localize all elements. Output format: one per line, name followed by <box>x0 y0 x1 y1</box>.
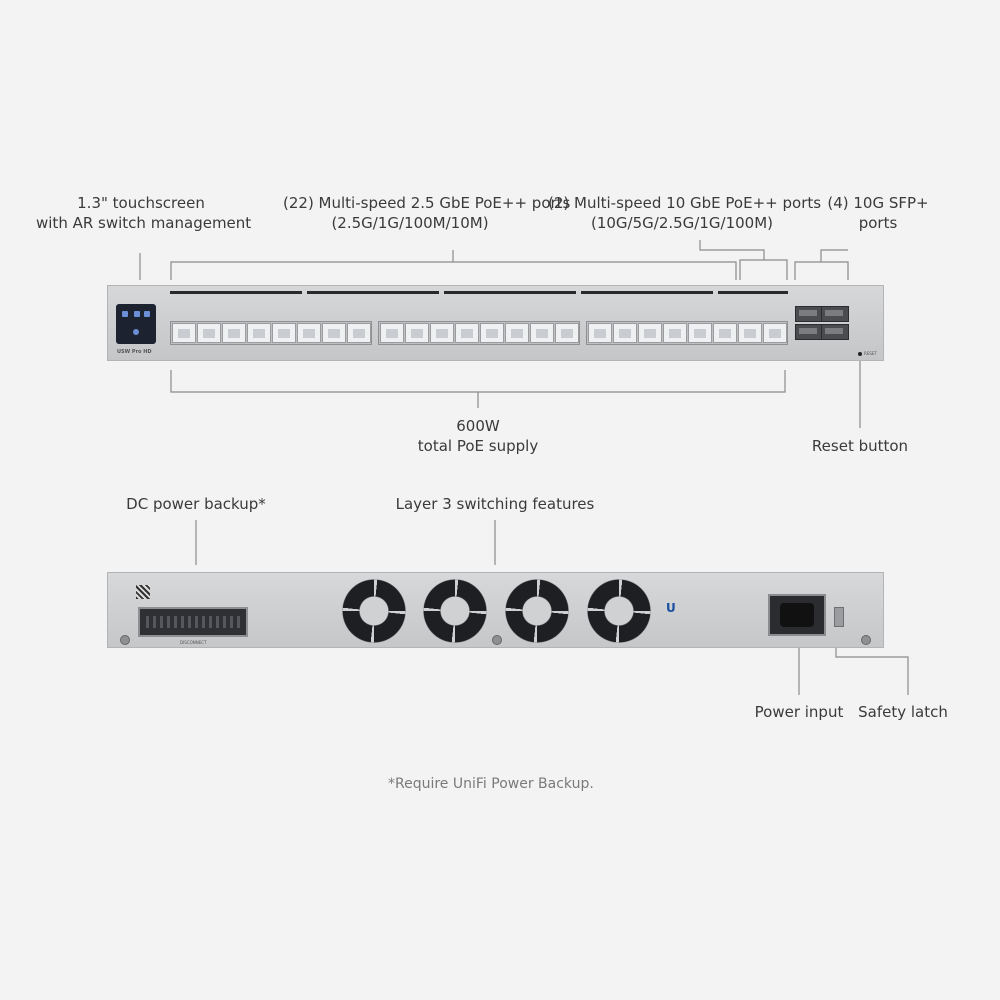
vent-slot <box>444 291 576 294</box>
sfp-label: (4) 10G SFP+ ports <box>826 193 930 233</box>
sfp-label-line2: ports <box>858 214 898 232</box>
safety-latch[interactable] <box>834 607 844 627</box>
poe-10g-bracket <box>739 259 788 280</box>
power-input-label: Power input <box>754 703 844 721</box>
vent-slot <box>170 291 302 294</box>
touchscreen-label-line1: 1.3" touchscreen <box>77 194 205 212</box>
touchscreen-display[interactable] <box>116 304 156 344</box>
back-panel: DISCONNECT U <box>107 572 884 648</box>
rj45-port[interactable] <box>172 323 196 343</box>
rj45-port[interactable] <box>738 323 762 343</box>
poe-supply-label: 600W total PoE supply <box>400 416 556 456</box>
rj45-port[interactable] <box>613 323 637 343</box>
sfp-port[interactable] <box>795 306 823 322</box>
rj45-port[interactable] <box>430 323 454 343</box>
vent-slot <box>307 291 439 294</box>
poe-10g-label-line2: (10G/5G/2.5G/1G/100M) <box>590 214 773 232</box>
rj45-port[interactable] <box>688 323 712 343</box>
chassis-screw <box>861 635 871 645</box>
rj45-port[interactable] <box>663 323 687 343</box>
poe-supply-bracket <box>170 370 786 393</box>
rj45-port[interactable] <box>272 323 296 343</box>
rj45-port[interactable] <box>713 323 737 343</box>
layer3-label: Layer 3 switching features <box>395 495 595 513</box>
rj45-port-group <box>170 321 372 345</box>
rj45-port[interactable] <box>555 323 579 343</box>
screen-icon <box>133 329 139 335</box>
rj45-port[interactable] <box>530 323 554 343</box>
fan-vent <box>423 579 487 643</box>
rj45-port[interactable] <box>405 323 429 343</box>
touchscreen-label: 1.3" touchscreen with AR switch manageme… <box>36 193 252 233</box>
sfp-label-line1: (4) 10G SFP+ <box>827 194 929 212</box>
dc-backup-label: DC power backup* <box>126 495 266 513</box>
vent-slot <box>581 291 713 294</box>
rj45-port[interactable] <box>297 323 321 343</box>
rj45-port-group <box>378 321 580 345</box>
sfp-port[interactable] <box>821 306 849 322</box>
ground-screw <box>120 635 130 645</box>
safety-latch-label: Safety latch <box>858 703 948 721</box>
vent-slot <box>718 291 788 294</box>
poe-supply-label-line2: total PoE supply <box>417 437 539 455</box>
reset-button-label: Reset button <box>811 437 909 455</box>
poe-10g-label-line1: (2) Multi-speed 10 GbE PoE++ ports <box>548 194 822 212</box>
poe-2-5g-label-line1: (22) Multi-speed 2.5 GbE PoE++ ports <box>283 194 571 212</box>
rj45-port[interactable] <box>380 323 404 343</box>
safety-latch-leader <box>835 645 909 695</box>
sfp-port[interactable] <box>821 324 849 340</box>
poe-10g-label: (2) Multi-speed 10 GbE PoE++ ports (10G/… <box>548 193 822 233</box>
dc-connector-label: DISCONNECT <box>180 640 207 645</box>
touchscreen-label-line2: with AR switch management <box>36 214 252 232</box>
screen-icon <box>122 311 128 317</box>
rj45-port[interactable] <box>347 323 371 343</box>
rj45-port[interactable] <box>588 323 612 343</box>
sfp-port[interactable] <box>795 324 823 340</box>
rj45-port-group <box>586 321 788 345</box>
rj45-port[interactable] <box>638 323 662 343</box>
rj45-port[interactable] <box>505 323 529 343</box>
rj45-port[interactable] <box>480 323 504 343</box>
rj45-port[interactable] <box>322 323 346 343</box>
power-input-socket[interactable] <box>768 594 826 636</box>
rj45-port[interactable] <box>247 323 271 343</box>
poe-2-5g-bracket <box>170 261 737 280</box>
screen-icon <box>144 311 150 317</box>
poe-2-5g-label: (22) Multi-speed 2.5 GbE PoE++ ports (2.… <box>283 193 571 233</box>
qr-code <box>136 585 150 599</box>
screen-icon <box>134 311 140 317</box>
rj45-port[interactable] <box>197 323 221 343</box>
rj45-port[interactable] <box>455 323 479 343</box>
model-label: USW Pro HD <box>117 349 152 355</box>
fan-vent <box>505 579 569 643</box>
footnote: *Require UniFi Power Backup. <box>388 776 594 792</box>
reset-label: RESET <box>864 351 877 356</box>
chassis-screw <box>492 635 502 645</box>
poe-2-5g-label-line2: (2.5G/1G/100M/10M) <box>331 214 489 232</box>
ubiquiti-logo: U <box>666 601 676 615</box>
rj45-port[interactable] <box>763 323 787 343</box>
fan-vent <box>342 579 406 643</box>
sfp-bracket <box>794 261 849 280</box>
front-panel: USW Pro HD RESET <box>107 285 884 361</box>
reset-button[interactable] <box>858 352 862 356</box>
rj45-port[interactable] <box>222 323 246 343</box>
poe-supply-label-line1: 600W <box>456 417 500 435</box>
fan-vent <box>587 579 651 643</box>
dc-power-backup-port[interactable] <box>138 607 248 637</box>
